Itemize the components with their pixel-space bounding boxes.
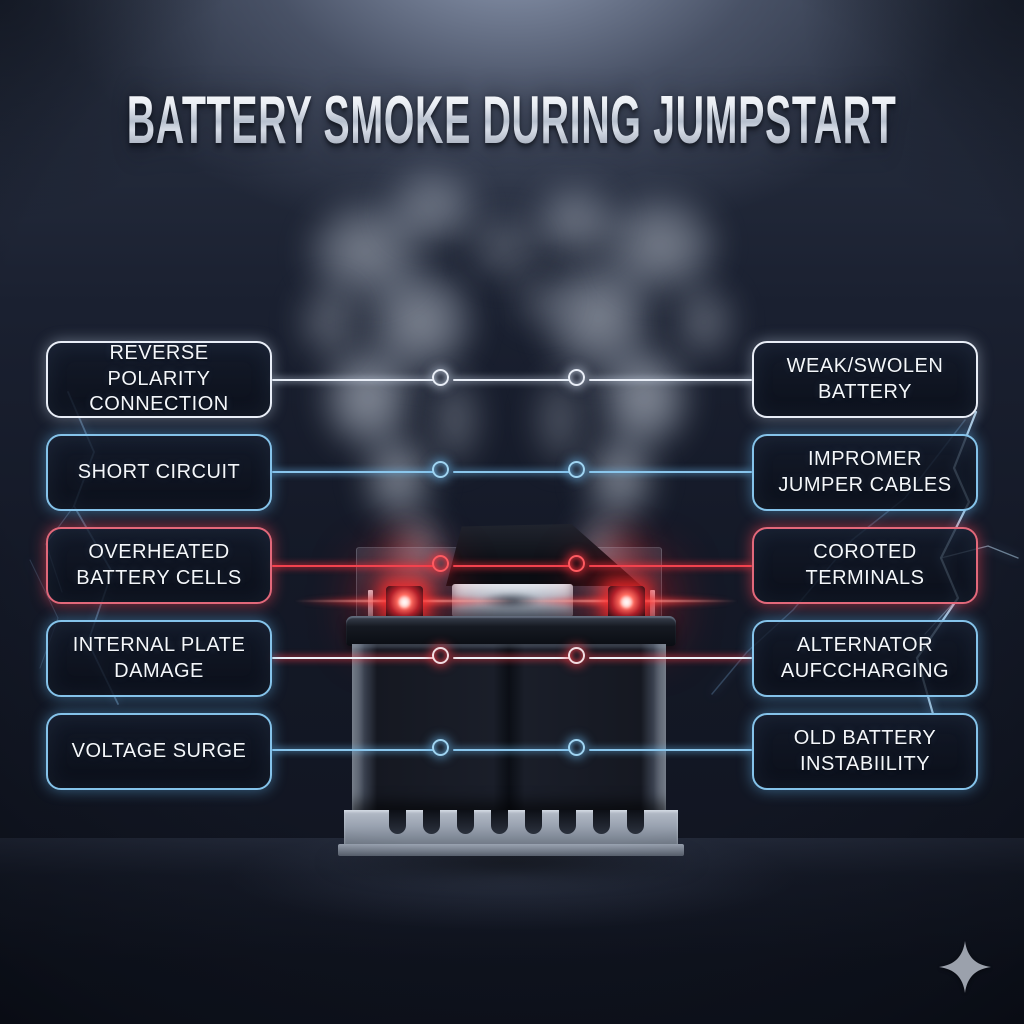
cause-internal-plate-damage: INTERNAL PLATE DAMAGE (46, 620, 272, 697)
cause-reverse-polarity-connection: REVERSE POLARITY CONNECTION (46, 341, 272, 418)
cause-old-battery-instability: OLD BATTERY INSTABIILITY (752, 713, 978, 790)
cause-weak-swollen-battery: WEAK/SWOLEN BATTERY (752, 341, 978, 418)
cause-voltage-surge: VOLTAGE SURGE (46, 713, 272, 790)
connector-node (432, 647, 449, 664)
sparkle-icon (939, 941, 991, 993)
battery-terminal-left (386, 586, 423, 620)
cause-label: REVERSE POLARITY CONNECTION (89, 342, 229, 416)
connector-node (568, 461, 585, 478)
connector-node (568, 555, 585, 572)
cause-label: OLD BATTERY INSTABIILITY (793, 726, 937, 775)
connector-node (432, 739, 449, 756)
connector-node (432, 555, 449, 572)
cause-corroded-terminals: COROTED TERMINALS (752, 527, 978, 604)
connector-node (568, 369, 585, 386)
cause-label: OVERHEATED BATTERY CELLS (76, 540, 242, 589)
cause-overheated-battery-cells: OVERHEATED BATTERY CELLS (46, 527, 272, 604)
cause-short-circuit: SHORT CIRCUIT (46, 434, 272, 511)
battery-terminal-right (608, 586, 645, 620)
connector-node (432, 369, 449, 386)
cause-label: VOLTAGE SURGE (71, 739, 247, 762)
title-bar: BATTERY SMOKE DURING JUMPSTART (0, 86, 1024, 154)
battery-top-deck (346, 616, 676, 646)
connector-node (568, 647, 585, 664)
cause-label: SHORT CIRCUIT (77, 460, 241, 483)
battery-body (352, 644, 666, 812)
cause-alternator-overcharging: ALTERNATOR AUFCCHARGING (752, 620, 978, 697)
cause-label: IMPROMER JUMPER CABLES (778, 447, 952, 496)
connector-node (432, 461, 449, 478)
cause-label: COROTED TERMINALS (805, 540, 925, 589)
page-title: BATTERY SMOKE DURING JUMPSTART (127, 82, 897, 158)
connector-node (568, 739, 585, 756)
battery-foot (338, 844, 684, 856)
cause-label: ALTERNATOR AUFCCHARGING (780, 633, 950, 682)
cause-label: INTERNAL PLATE DAMAGE (72, 633, 246, 682)
cause-improper-jumper-cables: IMPROMER JUMPER CABLES (752, 434, 978, 511)
cause-label: WEAK/SWOLEN BATTERY (786, 354, 944, 403)
